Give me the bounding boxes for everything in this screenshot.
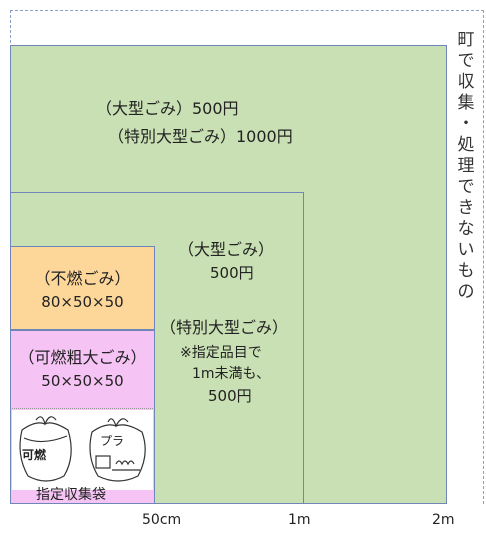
zone-nonburnable-title: （不燃ごみ） — [34, 269, 131, 288]
axis-tick-2m: 2m — [432, 512, 455, 528]
outer-zone-label-char: の — [457, 282, 475, 302]
zone-1m-line6: 500円 — [208, 387, 252, 405]
garbage-bags-illustration — [19, 416, 146, 482]
outer-zone-label-char: き — [457, 198, 475, 218]
outer-zone-label-char: 収 — [457, 72, 475, 92]
outer-zone-label-char: い — [457, 240, 475, 260]
outer-zone-label-char: 理 — [457, 156, 475, 176]
plastic-bag-icon — [89, 418, 146, 482]
zone-nonburnable-size: 80×50×50 — [41, 293, 124, 311]
outer-zone-label-char: な — [457, 219, 475, 239]
outer-zone-label-char: も — [457, 261, 475, 281]
outer-zone-label-char: 町 — [457, 30, 475, 50]
zone-2m-line1: （大型ごみ）500円 — [96, 99, 239, 118]
axis-tick-1m: 1m — [288, 512, 311, 528]
outer-zone-label-char: ・ — [457, 114, 475, 134]
axis-tick-50cm: 50cm — [142, 512, 182, 528]
zone-2m-line2: （特別大型ごみ）1000円 — [108, 127, 293, 146]
zone-1m-line4: ※指定品目で — [180, 345, 262, 361]
outer-zone-label-char: 集 — [457, 93, 475, 113]
zone-1m-line1: （大型ごみ） — [178, 240, 275, 259]
zone-nonburnable — [10, 246, 155, 330]
burnable-bag-icon — [19, 416, 72, 482]
outer-zone-label-char: 処 — [457, 135, 475, 155]
outer-zone-label-char: で — [457, 177, 475, 197]
outer-zone-label-char: で — [457, 51, 475, 71]
zone-burnable-large-title: （可燃粗大ごみ） — [18, 348, 147, 367]
bag-divider — [12, 408, 153, 409]
zone-1m-line5: 1m未満も、 — [192, 366, 271, 382]
zone-1m-line3: （特別大型ごみ） — [160, 318, 289, 337]
zone-burnable-large-size: 50×50×50 — [41, 372, 124, 390]
bag-caption: 指定収集袋 — [36, 487, 106, 503]
zone-1m-line2: 500円 — [210, 264, 254, 282]
burnable-bag-label: 可燃 — [22, 448, 47, 462]
plastic-bag-label: プラ — [100, 434, 125, 448]
outer-zone-label: 町で収集・処理できないもの — [454, 30, 478, 303]
